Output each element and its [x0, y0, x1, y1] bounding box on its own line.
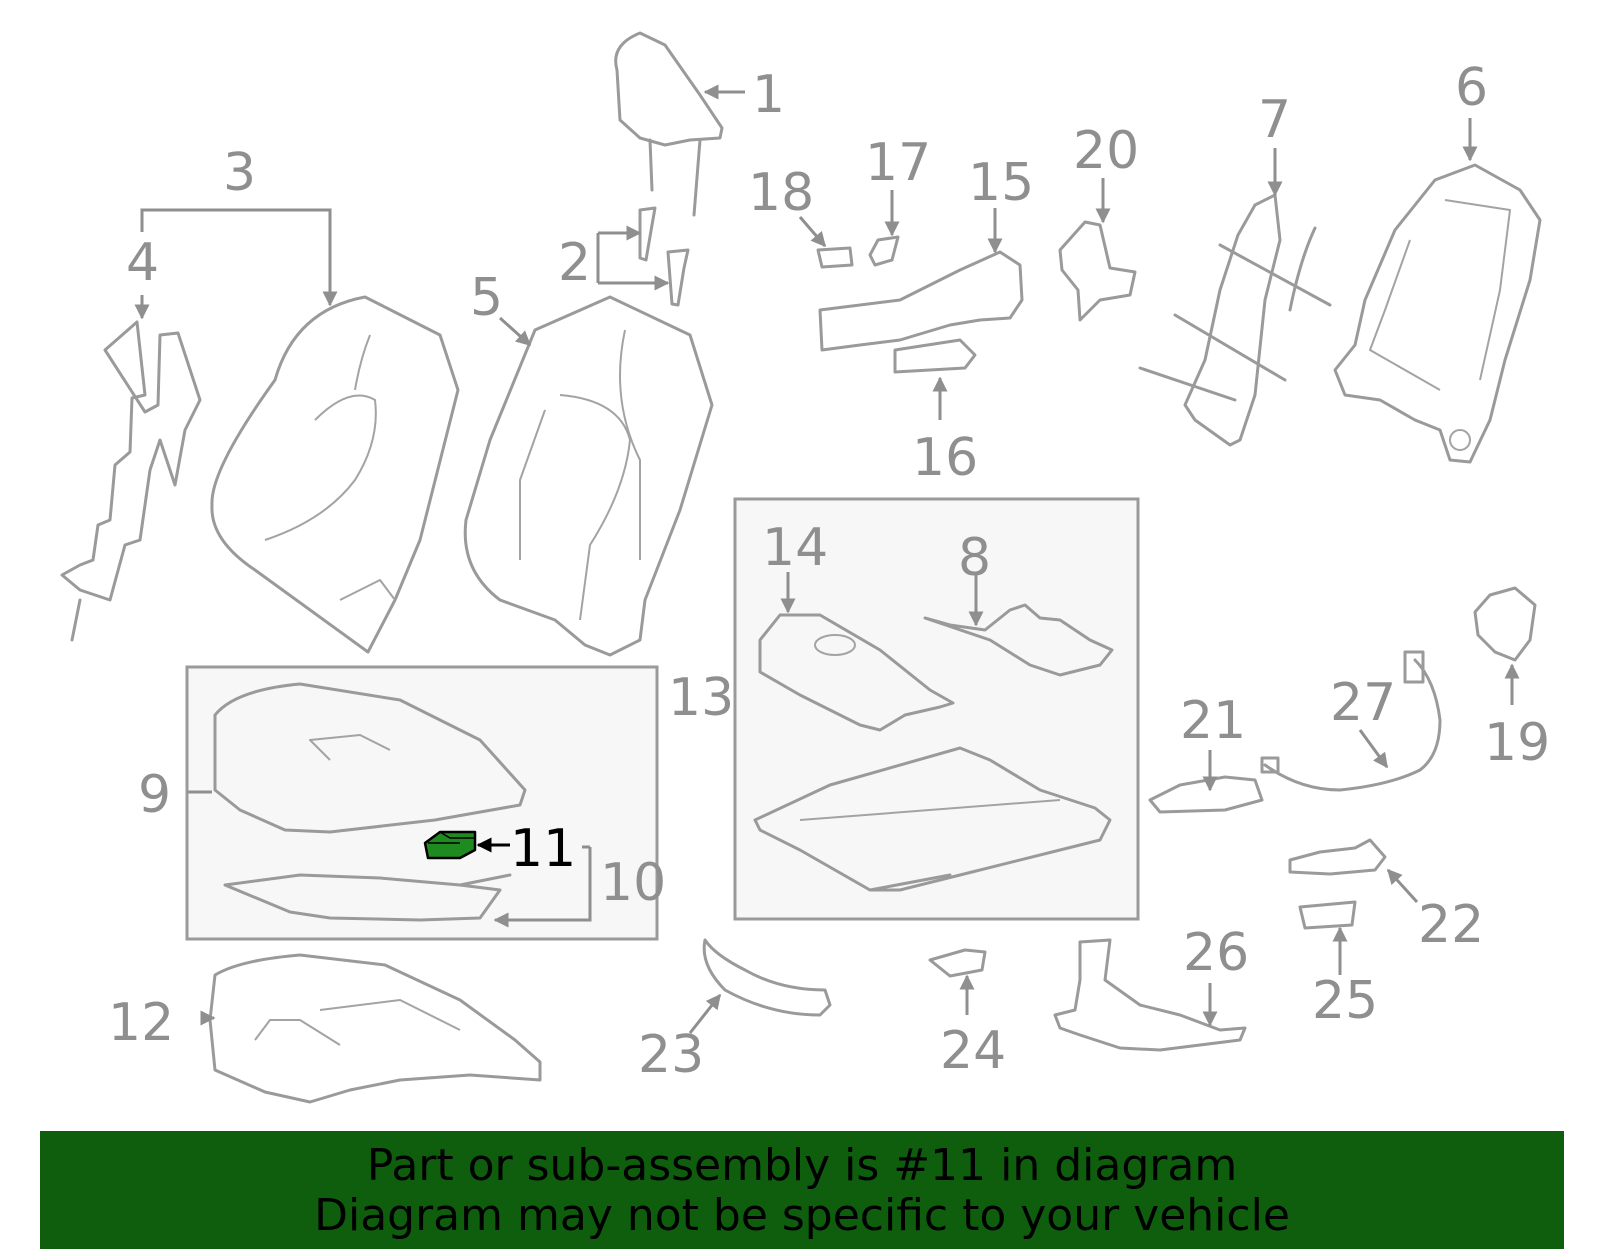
callout-4: 4 [126, 233, 159, 293]
callout-3: 3 [223, 143, 256, 203]
part-21-bracket [1148, 775, 1264, 814]
info-banner: Part or sub-assembly is #11 in diagram D… [40, 1131, 1564, 1249]
callout-6: 6 [1455, 58, 1488, 118]
callout-8: 8 [958, 528, 991, 588]
part-25-clip [1298, 900, 1357, 930]
part-27-cable [1260, 650, 1442, 792]
callout-13: 13 [668, 668, 734, 728]
part-2-headrest-guides [638, 206, 690, 307]
part-6-seatback-frame [1333, 163, 1542, 464]
part-5-seatback-pad [463, 295, 714, 657]
callout-15: 15 [968, 153, 1034, 213]
part-19-cover [1473, 586, 1537, 662]
callout-26: 26 [1183, 923, 1249, 983]
banner-line-1: Part or sub-assembly is #11 in diagram [366, 1140, 1238, 1191]
part-7-lumbar-support [1138, 193, 1332, 447]
part-22-bracket [1288, 838, 1387, 876]
callout-27: 27 [1330, 673, 1396, 733]
part-9-cushion-pad [213, 682, 527, 834]
callout-11-highlighted: 11 [510, 819, 576, 879]
callout-16: 16 [912, 428, 978, 488]
callout-1: 1 [752, 65, 785, 125]
callout-25: 25 [1312, 971, 1378, 1031]
callout-5: 5 [470, 268, 503, 328]
callout-2: 2 [558, 233, 591, 293]
part-8-bracket [923, 603, 1114, 677]
part-15-recliner [818, 250, 1024, 352]
leader-lines [134, 84, 1520, 1034]
banner-line-2: Diagram may not be specific to your vehi… [314, 1190, 1290, 1241]
part-4-seatback-heater [60, 320, 202, 642]
part-14-cushion-pan [758, 613, 955, 732]
callout-21: 21 [1180, 691, 1246, 751]
part-10-cushion-heater [223, 873, 512, 922]
part-3-seatback-cover [210, 295, 460, 654]
callout-24: 24 [940, 1021, 1006, 1081]
part-20-bracket [1058, 220, 1137, 322]
callout-12: 12 [108, 993, 174, 1053]
part-24-clip [928, 948, 987, 978]
callout-18: 18 [748, 163, 814, 223]
callout-10: 10 [600, 853, 666, 913]
part-17-clip [868, 235, 900, 267]
part-13-seat-track [753, 746, 1112, 892]
callout-19: 19 [1484, 713, 1550, 773]
callout-20: 20 [1073, 121, 1139, 181]
part-11-highlighted-module [423, 830, 477, 860]
callout-22: 22 [1418, 895, 1484, 955]
part-12-cushion-cover [208, 953, 542, 1104]
part-1-headrest [614, 31, 724, 217]
callout-17: 17 [865, 133, 931, 193]
callout-14: 14 [762, 518, 828, 578]
part-16-bracket [893, 338, 977, 374]
part-23-trim [702, 938, 832, 1017]
callout-7: 7 [1258, 90, 1291, 150]
callout-9: 9 [138, 765, 171, 825]
part-18-knob [816, 246, 854, 269]
callout-23: 23 [638, 1025, 704, 1085]
part-26-wire-harness [1053, 938, 1247, 1052]
